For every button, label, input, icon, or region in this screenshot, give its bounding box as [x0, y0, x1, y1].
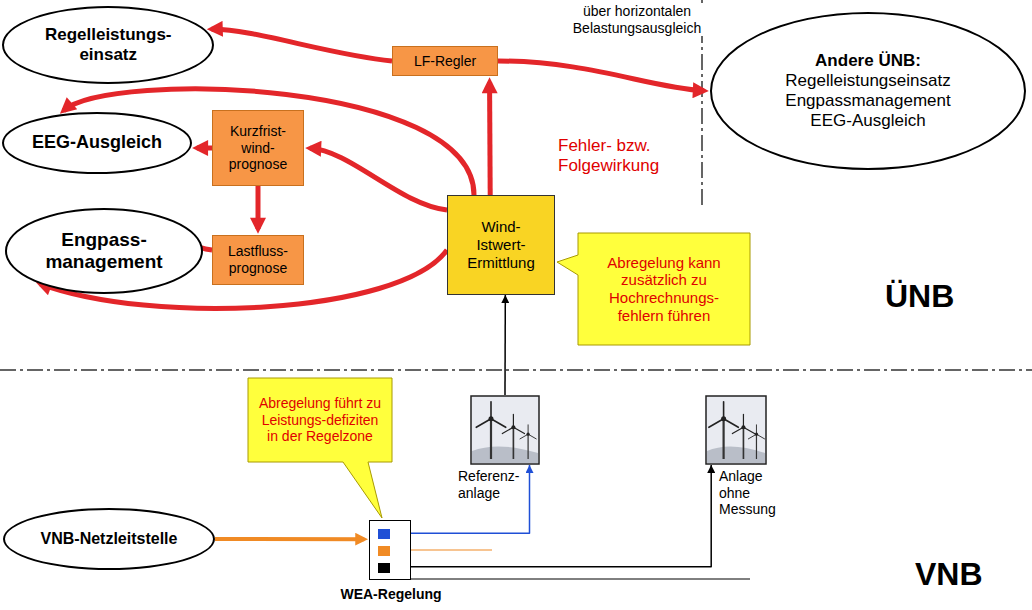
node-text: Engpass-management — [39, 229, 169, 274]
node-text: LF-Regler — [414, 53, 476, 70]
turbine-tower — [722, 419, 724, 459]
node-text: Wind-Istwert-Ermittlung — [459, 218, 543, 271]
flow-arrow — [487, 82, 493, 195]
note-label: VNB — [915, 556, 983, 594]
turbine-blade — [491, 419, 506, 428]
turbine-hub — [721, 416, 726, 421]
process-box: Lastfluss-prognose — [212, 235, 304, 285]
note-label: über horizontalen Belastungsausgleich — [565, 3, 709, 36]
control-center-ellipse: VNB-Netzleitstelle — [3, 508, 215, 570]
signal-wire — [411, 549, 492, 550]
node-text: Kurzfrist-wind-prognose — [220, 123, 296, 173]
node-text: Regelleistungs-einsatz — [33, 25, 183, 65]
icon-frame — [706, 396, 766, 464]
flow-arrow — [310, 148, 447, 210]
target-ellipse: Engpass-management — [5, 208, 203, 294]
flow-arrow — [215, 537, 364, 541]
wind-farm-icon: Anlage ohne Messung — [705, 395, 767, 465]
zone-divider — [0, 369, 1032, 371]
target-ellipse: EEG-Ausgleich — [2, 112, 192, 174]
flow-arrow — [498, 61, 704, 91]
turbine-tower — [756, 434, 757, 459]
turbine-tower — [513, 427, 515, 459]
node-text: Andere ÜNB: — [815, 51, 921, 71]
signal-square — [378, 546, 390, 556]
turbine-blade — [709, 419, 724, 428]
note-callout: Abregelung kann zusätzlich zu Hochrechnu… — [578, 233, 750, 345]
node-text: Abregelung führt zu Leistungs-defiziten … — [257, 395, 383, 445]
turbine-tower — [490, 419, 492, 459]
target-ellipse: Andere ÜNB:Regelleistungseinsatz Engpass… — [710, 12, 1026, 170]
node-text: Regelleistungseinsatz Engpassmanagement … — [768, 71, 968, 131]
turbine-blade — [490, 402, 492, 419]
icon-frame — [471, 396, 539, 464]
turbine-hub — [755, 433, 758, 436]
flow-arrow — [197, 145, 212, 150]
turbine-hub — [511, 425, 515, 429]
signal-square — [378, 563, 390, 573]
note-callout: Abregelung führt zu Leistungs-defiziten … — [248, 378, 392, 462]
node-text: Referenz-anlage — [458, 468, 528, 501]
flow-arrow — [411, 465, 530, 533]
controller-box: WEA-Regelung — [369, 520, 411, 580]
target-ellipse: Regelleistungs-einsatz — [2, 6, 214, 84]
turbine-tower — [527, 434, 528, 459]
signal-square — [378, 529, 390, 539]
callout-outline — [248, 378, 392, 518]
flow-arrow — [256, 186, 261, 229]
turbine-hub — [527, 433, 530, 436]
wind-turbine-icon — [705, 395, 767, 465]
flow-arrow — [212, 29, 392, 61]
flow-arrow — [504, 295, 506, 395]
node-text: WEA-Regelung — [340, 586, 441, 603]
flow-arrow — [411, 465, 711, 567]
callout-outline — [557, 233, 750, 345]
node-text: Abregelung kann zusätzlich zu Hochrechnu… — [592, 254, 736, 325]
turbine-hub — [489, 416, 494, 421]
turbine-blade — [723, 402, 725, 419]
process-box: Wind-Istwert-Ermittlung — [447, 195, 555, 295]
note-label: Fehler- bzw. Folgewirkung — [558, 136, 698, 176]
process-box: LF-Regler — [392, 46, 498, 76]
signal-wire — [411, 579, 750, 580]
turbine-blade — [476, 419, 491, 428]
node-text: VNB-Netzleitstelle — [41, 530, 178, 549]
node-text: EEG-Ausgleich — [32, 132, 162, 153]
node-text: Lastfluss-prognose — [220, 243, 296, 276]
wind-turbine-icon — [470, 395, 540, 465]
note-label: ÜNB — [885, 278, 954, 316]
turbine-hub — [741, 425, 745, 429]
wind-farm-icon: Referenz-anlage — [470, 395, 540, 465]
turbine-blade — [724, 419, 739, 428]
turbine-tower — [743, 427, 745, 459]
process-box: Kurzfrist-wind-prognose — [212, 110, 304, 186]
node-text: Anlage ohne Messung — [719, 468, 791, 518]
